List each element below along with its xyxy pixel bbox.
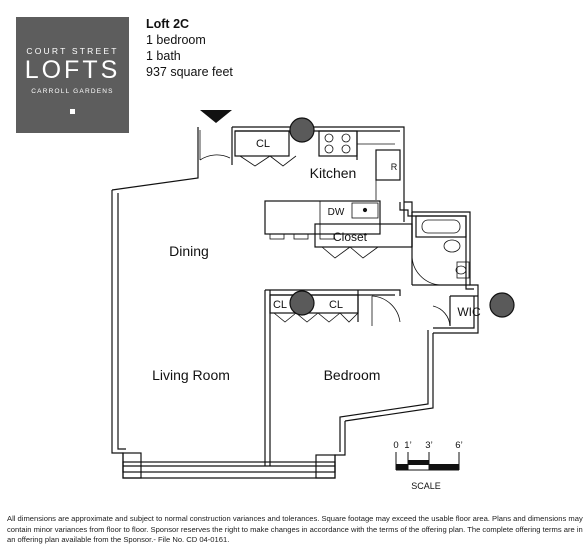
columns [289,117,515,318]
column [289,290,315,316]
logo-dot [70,109,75,114]
logo-line-2: LOFTS [24,56,121,84]
bedroom-closet-label-right: CL [329,299,343,311]
logo-line-1: COURT STREET [26,46,119,56]
court-street-lofts-logo: COURT STREET LOFTS CARROLL GARDENS [16,17,129,133]
bedroom-label: Bedroom [324,367,381,383]
wic-label: WIC [457,305,481,319]
bathroom [411,212,470,286]
column [289,117,315,143]
refrigerator-label: R [391,162,398,172]
scale-tick-1: 1’ [404,440,411,451]
logo-line-3: CARROLL GARDENS [31,88,114,95]
window-strip [122,452,336,479]
scale-label: SCALE [411,481,441,491]
kitchen-label: Kitchen [310,165,357,181]
exterior-walls [111,126,479,479]
dining-label: Dining [169,243,209,259]
entry-arrow-icon [200,110,232,123]
unit-info: Loft 2C 1 bedroom 1 bath 937 square feet [146,16,233,80]
scale-tick-0: 0 [393,440,398,451]
scale-tick-3: 3’ [425,440,432,451]
scale-tick-6: 6’ [455,440,462,451]
dishwasher-label: DW [328,207,345,218]
disclaimer-text: All dimensions are approximate and subje… [7,514,583,544]
kitchen-closet [234,130,297,167]
stove-burners-icon [324,133,351,154]
walk-in-closet [432,295,478,327]
kitchen-island [264,200,381,240]
refrigerator [375,149,401,181]
floor-plan: Kitchen Dining Living Room Bedroom Close… [111,110,515,491]
stove [318,130,358,157]
kitchen-closet-label: CL [256,138,270,150]
column [489,292,515,318]
unit-area: 937 square feet [146,65,233,79]
unit-title: Loft 2C [146,17,190,31]
scale-bar: 0 1’ 3’ 6’ SCALE [393,440,462,491]
unit-bedrooms: 1 bedroom [146,33,206,47]
closet-label: Closet [333,230,368,244]
bedroom-closet-label-left: CL [273,299,287,311]
bedroom-closet [269,294,359,323]
unit-baths: 1 bath [146,49,181,63]
living-room-label: Living Room [152,367,230,383]
